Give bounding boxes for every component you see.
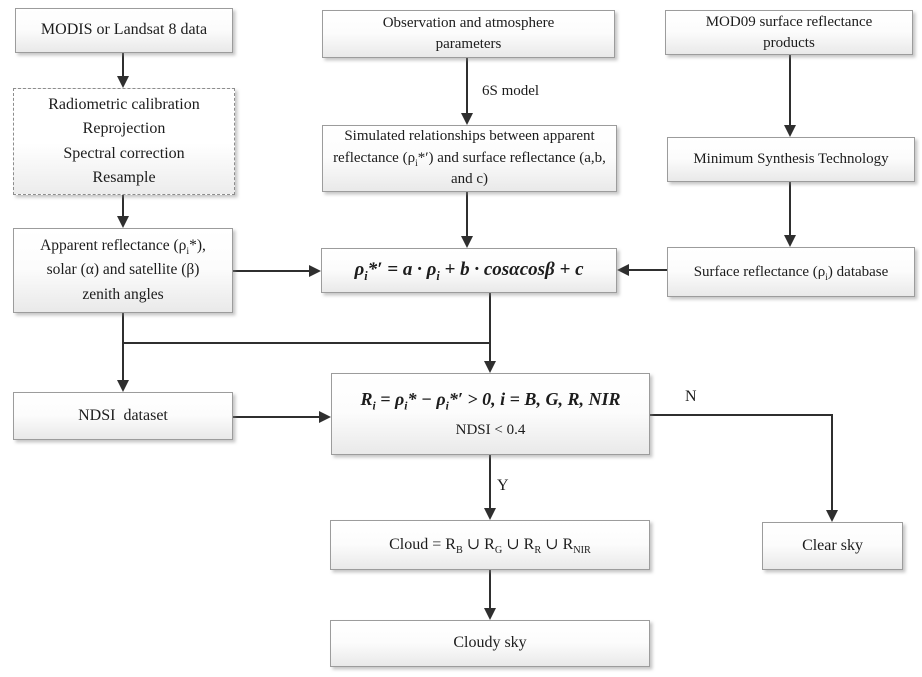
node-observation-parameters-label: Observation and atmosphere parameters	[382, 15, 555, 52]
arrow-observation-to-simulated	[461, 58, 473, 125]
node-modis-landsat-label: MODIS or Landsat 8 data	[40, 21, 208, 39]
node-cloudy-sky-label: Cloudy sky	[453, 634, 527, 652]
node-ndsi-dataset-label: NDSI dataset	[78, 406, 168, 424]
arrow-mod09-to-minimum	[784, 55, 796, 137]
edge-label-no: N	[685, 388, 697, 405]
arrow-apparent-to-formula	[233, 265, 321, 277]
preprocess-step-resample: Resample	[92, 168, 156, 186]
arrow-preprocess-to-apparent	[117, 195, 129, 228]
node-apparent-reflectance: Apparent reflectance (ρi*),solar (α) and…	[13, 228, 233, 313]
node-observation-parameters: Observation and atmosphere parameters	[322, 10, 615, 58]
node-simulated-relationships: Simulated relationships between apparent…	[322, 125, 617, 192]
node-preprocessing-steps: Radiometric calibration Reprojection Spe…	[13, 88, 235, 195]
preprocess-step-reprojection: Reprojection	[82, 120, 166, 138]
node-minimum-synthesis: Minimum Synthesis Technology	[667, 137, 915, 182]
edge-label-6s-model: 6S model	[482, 83, 540, 99]
node-simulated-relationships-label: Simulated relationships between apparent…	[333, 127, 606, 188]
arrow-decision-no-to-clearsky	[650, 414, 838, 522]
decision-condition-formula: Ri = ρi* − ρi*′ > 0, i = B, G, R, NIR	[360, 389, 621, 413]
arrow-cloud-to-cloudysky	[484, 570, 496, 620]
node-modis-landsat-data: MODIS or Landsat 8 data	[15, 8, 233, 53]
node-cloud-union: Cloud = RB ∪ RG ∪ RR ∪ RNIR	[330, 520, 650, 570]
node-surface-reflectance-database-label: Surface reflectance (ρi) database	[693, 263, 889, 283]
arrow-ndsi-to-decision	[233, 411, 331, 423]
cloud-union-formula: Cloud = RB ∪ RG ∪ RR ∪ RNIR	[389, 535, 591, 556]
arrow-minimum-to-surfdb	[784, 182, 796, 247]
node-cloudy-sky: Cloudy sky	[330, 620, 650, 667]
node-surface-reflectance-database: Surface reflectance (ρi) database	[667, 247, 915, 297]
reflectance-formula-text: ρi*′ = a · ρi + b · cosαcosβ + c	[354, 259, 584, 283]
node-apparent-reflectance-label: Apparent reflectance (ρi*),solar (α) and…	[40, 237, 206, 303]
node-minimum-synthesis-label: Minimum Synthesis Technology	[693, 151, 889, 167]
arrow-surfdb-to-formula	[617, 264, 667, 276]
node-mod09-products: MOD09 surface reflectance products	[665, 10, 913, 55]
arrow-modis-to-preprocess	[117, 53, 129, 88]
node-clear-sky: Clear sky	[762, 522, 903, 570]
arrow-apparent-to-ndsi	[117, 313, 129, 392]
arrow-simulated-to-formula	[461, 192, 473, 248]
preprocess-step-radiometric: Radiometric calibration	[48, 95, 200, 113]
node-clear-sky-label: Clear sky	[802, 536, 863, 554]
edge-label-yes: Y	[497, 477, 509, 494]
arrow-formula-to-decision	[484, 293, 496, 373]
node-cloud-decision: Ri = ρi* − ρi*′ > 0, i = B, G, R, NIR ND…	[331, 373, 650, 455]
preprocess-step-spectral: Spectral correction	[63, 144, 185, 162]
node-reflectance-formula: ρi*′ = a · ρi + b · cosαcosβ + c	[321, 248, 617, 293]
arrow-decision-yes-to-cloud	[484, 455, 496, 520]
node-mod09-products-label: MOD09 surface reflectance products	[705, 13, 873, 51]
node-ndsi-dataset: NDSI dataset	[13, 392, 233, 440]
decision-ndsi-threshold: NDSI < 0.4	[455, 421, 526, 438]
